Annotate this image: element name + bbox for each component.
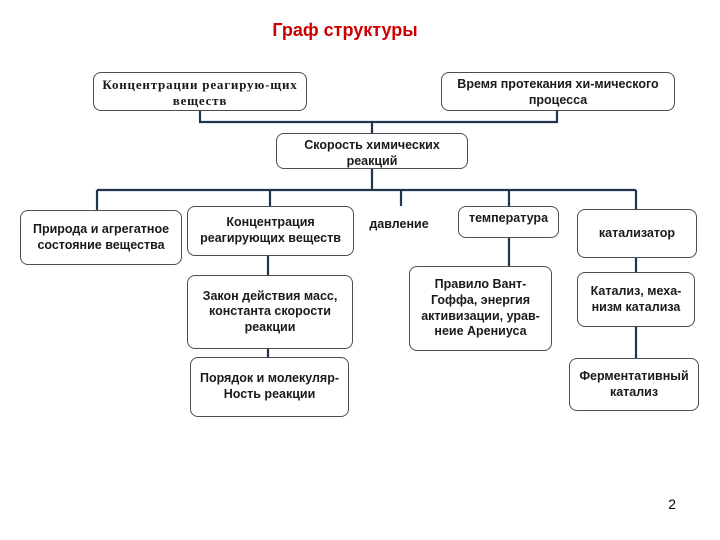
node-catalyst: катализатор [577, 209, 697, 258]
node-pressure: давление [369, 217, 429, 232]
node-concentration: Концентрация реагирующих веществ [187, 206, 354, 256]
node-vant-hoff: Правило Вант-Гоффа, энергия активизации,… [409, 266, 552, 351]
node-nature-state: Природа и агрегатное состояние вещества [20, 210, 182, 265]
node-catalysis: Катализ, меха-низм катализа [577, 272, 695, 327]
connector-time-to-rate [372, 110, 559, 124]
page-number: 2 [668, 496, 676, 512]
node-reaction-rate: Скорость химических реакций [276, 133, 468, 169]
node-temperature: температура [458, 206, 559, 238]
node-mass-action-law: Закон действия масс, константа скорости … [187, 275, 353, 349]
diagram-title: Граф структуры [272, 20, 418, 40]
node-concentration-top: Концентрации реагирую-щих веществ [93, 72, 307, 111]
node-reaction-order: Порядок и молекуляр-Ность реакции [190, 357, 349, 417]
branch-drops [95, 190, 638, 210]
node-enzymatic-catalysis: Ферментативный катализ [569, 358, 699, 411]
node-reaction-time: Время протекания хи-мического процесса [441, 72, 675, 111]
connector-concentration-to-rate [198, 110, 374, 133]
